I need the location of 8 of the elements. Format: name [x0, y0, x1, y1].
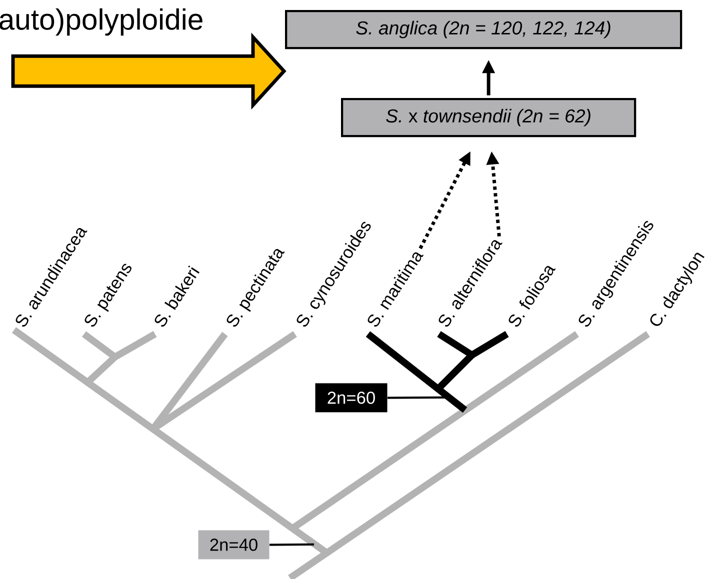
block-arrow [11, 32, 286, 110]
leader-line [388, 396, 448, 399]
leader-line [270, 543, 314, 546]
chromosome-box: 2n=60 [315, 383, 388, 412]
chromosome-box: 2n=40 [198, 530, 270, 560]
species-box: S. anglica (2n = 120, 122, 124) [285, 10, 682, 50]
species-box: S. x townsendii (2n = 62) [341, 98, 636, 138]
arrow-label: auto)polyploidie [0, 8, 202, 36]
